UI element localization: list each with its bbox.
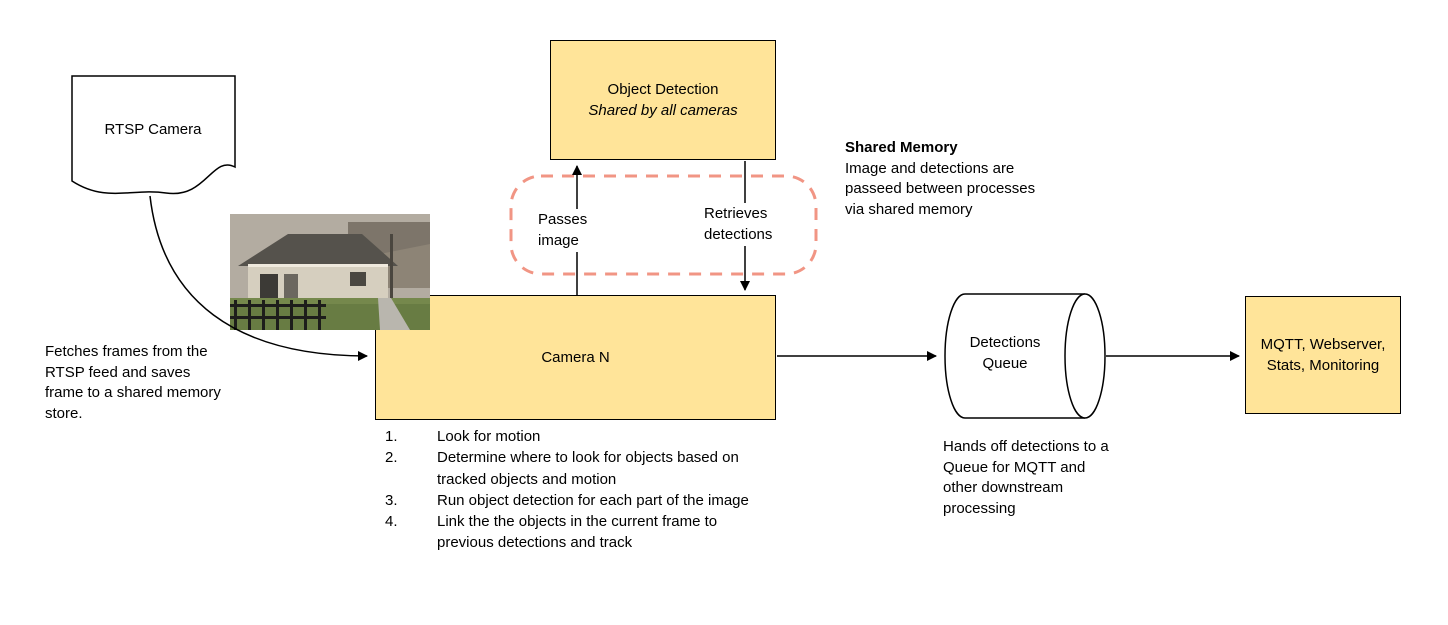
retrieves-detections-edge-label: Retrieves detections [702, 203, 798, 247]
step-text: Link the the objects in the current fram… [437, 513, 718, 552]
step-number [385, 447, 437, 490]
shared-memory-note-title: Shared Memory [845, 139, 958, 156]
camera-step-3: Run object detection for each part of th… [385, 490, 755, 511]
queue-note: Hands off detections to a Queue for MQTT… [943, 438, 1109, 518]
camera-step-4: Link the the objects in the current fram… [385, 511, 755, 554]
step-number [385, 426, 437, 447]
step-text: Determine where to look for objects base… [437, 449, 739, 488]
shared-memory-note: Shared Memory Image and detections are p… [845, 138, 1053, 221]
camera-snapshot-image [230, 214, 430, 330]
camera-steps: Look for motion Determine where to look … [385, 426, 755, 554]
camera-n-node: Camera N [375, 295, 776, 420]
fetch-frames-note: Fetches frames from the RTSP feed and sa… [45, 343, 221, 423]
shared-memory-note-body: Image and detections are passeed between… [845, 159, 1036, 219]
detections-queue-label: Detections Queue [969, 334, 1041, 372]
step-text: Run object detection for each part of th… [437, 491, 749, 509]
outputs-node: MQTT, Webserver, Stats, Monitoring [1245, 296, 1401, 414]
passes-image-edge-label: Passes image [536, 209, 604, 253]
object-detection-node: Object Detection Shared by all cameras [550, 40, 776, 160]
object-detection-subtitle: Shared by all cameras [588, 102, 738, 119]
camera-snapshot [230, 214, 430, 330]
camera-step-2: Determine where to look for objects base… [385, 447, 755, 490]
detections-queue-cylinder-cap [1064, 293, 1106, 419]
camera-steps-list: Look for motion Determine where to look … [385, 426, 755, 554]
step-number [385, 511, 437, 554]
camera-n-label: Camera N [541, 349, 610, 366]
object-detection-title: Object Detection [607, 81, 719, 98]
step-number [385, 490, 437, 511]
camera-step-1: Look for motion [385, 426, 755, 447]
outputs-label: MQTT, Webserver, Stats, Monitoring [1260, 336, 1386, 374]
step-text: Look for motion [437, 428, 541, 445]
rtsp-camera-label: RTSP Camera [104, 121, 202, 138]
